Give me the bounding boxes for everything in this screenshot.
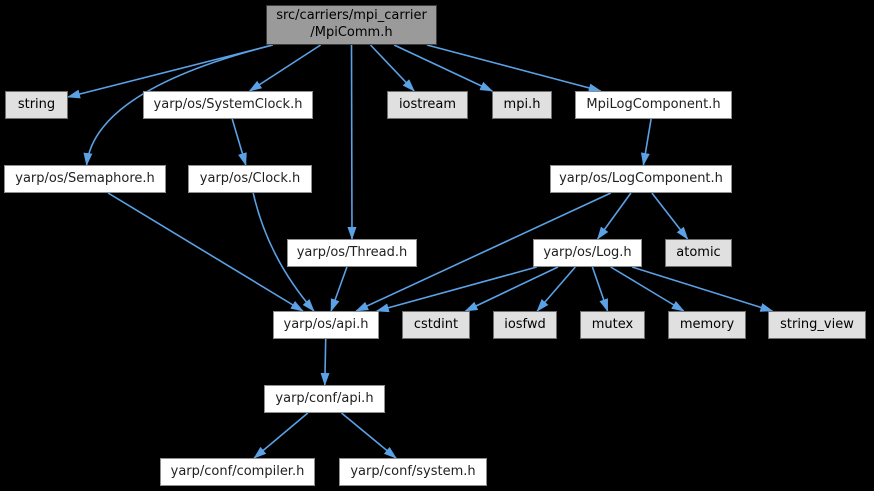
edge-log-to-mutex (591, 266, 609, 312)
node-string-view: string_view (768, 311, 866, 339)
edge-mpicomm-to-systemclock (248, 44, 322, 92)
edge-semaphore-to-os_api (107, 192, 304, 312)
edge-mpicomm-to-iostream (369, 44, 415, 92)
edge-clock-to-os_api (252, 192, 315, 312)
edge-logcomponent-to-log (596, 192, 632, 240)
edge-logcomponent-to-atomic (651, 192, 689, 240)
node-clock[interactable]: yarp/os/Clock.h (188, 165, 312, 193)
edge-log-to-iosfwd (536, 266, 576, 312)
node-log[interactable]: yarp/os/Log.h (533, 239, 642, 267)
node-compiler[interactable]: yarp/conf/compiler.h (160, 458, 315, 486)
node-mpicomm: src/carriers/mpi_carrier /MpiComm.h (266, 5, 437, 45)
edge-log-to-os_api (375, 266, 537, 313)
edge-log-to-cstdint (464, 266, 559, 312)
edge-systemclock-to-clock (231, 118, 247, 166)
node-iostream: iostream (387, 91, 468, 119)
node-os-api[interactable]: yarp/os/api.h (273, 311, 379, 339)
edge-mpicomm-to-mpilogcomponent (426, 44, 602, 93)
node-system[interactable]: yarp/conf/system.h (339, 458, 487, 486)
node-cstdint: cstdint (402, 311, 470, 339)
edge-mpicomm-to-mpi (393, 44, 494, 92)
node-memory: memory (668, 311, 746, 339)
edge-mpicomm-to-semaphore (83, 44, 273, 166)
node-mpilogcomponent[interactable]: MpiLogComponent.h (575, 91, 732, 119)
edge-log-to-memory (610, 266, 685, 312)
node-iosfwd: iosfwd (493, 311, 557, 339)
node-mpi: mpi.h (492, 91, 552, 119)
edge-log-to-string_view (631, 266, 774, 312)
edge-os_api-to-conf_api (320, 338, 330, 386)
edge-thread-to-os_api (330, 266, 348, 312)
edge-conf_api-to-system (340, 412, 397, 459)
node-logcomponent[interactable]: yarp/os/LogComponent.h (550, 165, 732, 193)
node-systemclock[interactable]: yarp/os/SystemClock.h (143, 91, 313, 119)
node-string: string (5, 91, 68, 119)
node-atomic: atomic (665, 239, 732, 267)
node-conf-api[interactable]: yarp/conf/api.h (264, 385, 385, 413)
edge-mpilogcomponent-to-logcomponent (640, 118, 652, 166)
edge-logcomponent-to-os_api (355, 192, 612, 312)
node-semaphore[interactable]: yarp/os/Semaphore.h (4, 165, 166, 193)
edge-mpicomm-to-thread (347, 44, 357, 240)
edge-conf_api-to-compiler (253, 412, 309, 459)
node-thread[interactable]: yarp/os/Thread.h (287, 239, 417, 267)
node-mutex: mutex (580, 311, 645, 339)
